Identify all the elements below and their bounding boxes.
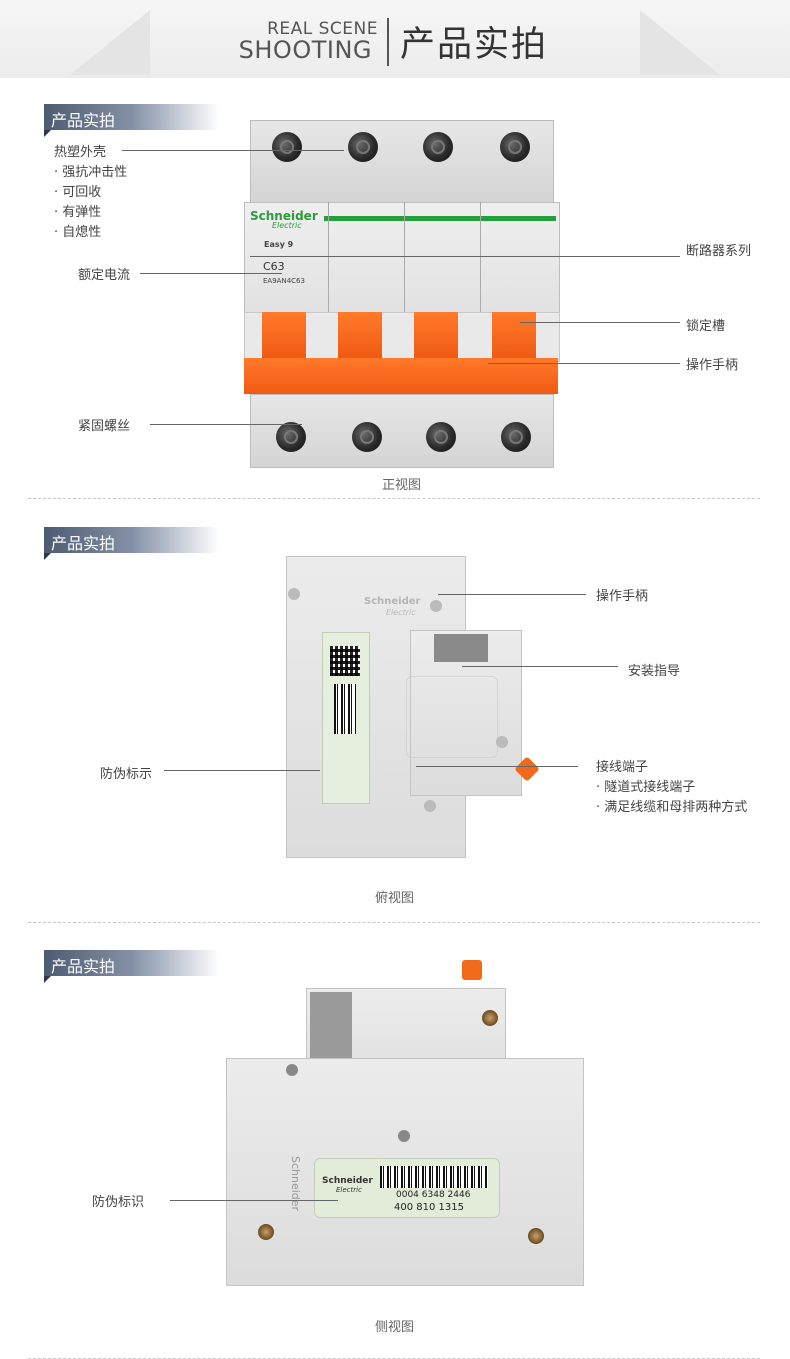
- leader-line: [520, 322, 680, 323]
- top-terminal-block: [250, 120, 554, 204]
- header-english-line2: SHOOTING: [238, 36, 372, 64]
- section-tag: 产品实拍: [44, 104, 219, 130]
- rivet: [496, 736, 508, 748]
- rivet: [398, 1130, 410, 1142]
- terminal-screw: [426, 422, 456, 452]
- section-tag-corner: [44, 130, 51, 137]
- terminal-screw: [352, 422, 382, 452]
- pole-divider: [480, 202, 481, 312]
- breaker-side-image: Schneider Electric 0004 6348 2446 400 81…: [186, 952, 620, 1308]
- brand-logo: Schneider: [250, 209, 318, 223]
- qr-code: [330, 646, 360, 676]
- section-tag-corner: [44, 976, 51, 983]
- terminal-screw: [423, 132, 453, 162]
- label-shell: 热塑外壳: [54, 145, 107, 160]
- terminal-screw: [258, 1224, 274, 1240]
- section-tag-corner: [44, 553, 51, 560]
- header-title: 产品实拍: [400, 25, 549, 65]
- header-english-line1: REAL SCENE: [267, 19, 378, 39]
- terminal-screw: [348, 132, 378, 162]
- rivet: [424, 800, 436, 812]
- terminal-screw: [276, 422, 306, 452]
- terminal-screw: [272, 132, 302, 162]
- label-shell-point: · 强抗冲击性: [54, 165, 128, 180]
- label-handle: 操作手柄: [686, 358, 739, 373]
- caption-side-view: 侧视图: [375, 1320, 415, 1335]
- rating-text: C63: [263, 260, 285, 273]
- label-shell-point: · 可回收: [54, 185, 102, 200]
- header-decoration-left: [70, 10, 150, 75]
- caption-front-view: 正视图: [382, 478, 422, 493]
- pole-divider: [404, 202, 405, 312]
- emboss-brand-sub: Electric: [386, 608, 416, 617]
- label-terminal: 接线端子: [596, 760, 649, 775]
- leader-line: [122, 150, 344, 151]
- leader-line: [250, 256, 680, 257]
- install-guide-emboss: [406, 676, 498, 758]
- label-install-guide: 安装指导: [628, 664, 681, 679]
- leader-line: [140, 273, 282, 274]
- label-series: 断路器系列: [686, 244, 752, 259]
- green-stripe: [324, 216, 556, 221]
- leader-line: [170, 1200, 338, 1201]
- leader-line: [416, 766, 578, 767]
- rivet: [288, 588, 300, 600]
- label-anti-fake: 防伪标识: [92, 1195, 145, 1210]
- breaker-front-image: Schneider Electric Easy 9 C63 EA9AN4C63: [242, 120, 560, 470]
- handle-pole: [492, 312, 536, 358]
- section-tag-label: 产品实拍: [51, 111, 116, 130]
- serial-number: 0004 6348 2446: [396, 1190, 471, 1200]
- barcode: [380, 1166, 488, 1188]
- breaker-top-image: Schneider Electric: [270, 556, 540, 866]
- leader-line: [164, 770, 320, 771]
- terminal-screw: [500, 132, 530, 162]
- emboss-brand-vertical: Schneider: [289, 1156, 302, 1212]
- label-brand: Schneider: [322, 1176, 373, 1186]
- handle-window: [434, 634, 488, 662]
- section-tag-label: 产品实拍: [51, 957, 116, 976]
- label-handle: 操作手柄: [596, 589, 649, 604]
- header-separator: [387, 18, 389, 66]
- label-terminal-point: · 隧道式接线端子: [596, 780, 696, 795]
- terminal-screw: [482, 1010, 498, 1026]
- leader-line: [150, 424, 302, 425]
- caption-top-view: 俯视图: [375, 891, 415, 906]
- handle-pole: [338, 312, 382, 358]
- terminal-screw-orange: [462, 960, 482, 980]
- label-brand-sub: Electric: [336, 1186, 362, 1194]
- part-number: EA9AN4C63: [263, 277, 305, 285]
- section-tag-label: 产品实拍: [51, 534, 116, 553]
- label-anti-fake: 防伪标示: [100, 767, 153, 782]
- handle-pole: [262, 312, 306, 358]
- section-divider: [28, 498, 760, 499]
- terminal-screw: [501, 422, 531, 452]
- label-shell-point: · 有弹性: [54, 205, 102, 220]
- label-fastening-screw: 紧固螺丝: [78, 419, 131, 434]
- emboss-brand: Schneider: [364, 596, 421, 607]
- handle-bar: [244, 358, 558, 394]
- leader-line: [438, 594, 586, 595]
- terminal-screw: [528, 1228, 544, 1244]
- barcode: [334, 684, 356, 734]
- handle-pole: [414, 312, 458, 358]
- rivet: [286, 1064, 298, 1076]
- label-lock-slot: 锁定槽: [686, 319, 726, 334]
- pole-divider: [328, 202, 329, 312]
- brand-sub: Electric: [272, 221, 302, 230]
- section-divider: [28, 922, 760, 923]
- header-decoration-right: [640, 10, 720, 75]
- leader-line: [462, 666, 618, 667]
- label-shell-point: · 自熄性: [54, 225, 102, 240]
- hotline-number: 400 810 1315: [394, 1202, 464, 1213]
- section-tag: 产品实拍: [44, 527, 219, 553]
- section-tag: 产品实拍: [44, 950, 219, 976]
- label-rated-current: 额定电流: [78, 268, 131, 283]
- leader-line: [488, 363, 680, 364]
- label-terminal-point: · 满足线缆和母排两种方式: [596, 800, 748, 815]
- model-line: Easy 9: [264, 240, 294, 249]
- rivet: [430, 600, 442, 612]
